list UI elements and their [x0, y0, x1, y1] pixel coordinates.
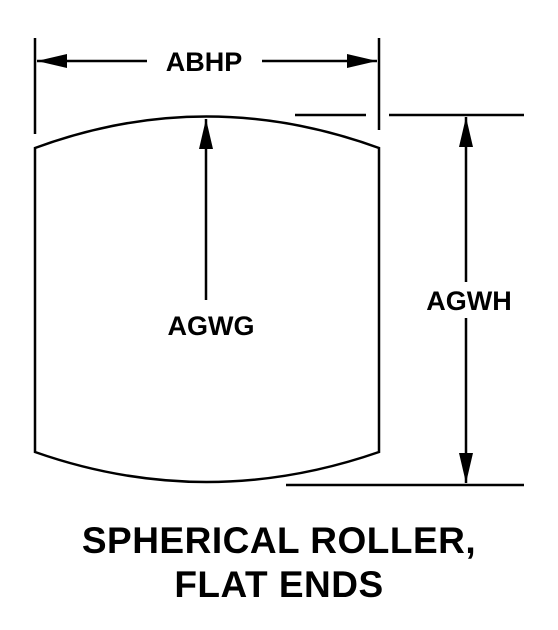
- caption-line-2: FLAT ENDS: [174, 564, 384, 605]
- height-dimension-label: AGWH: [426, 286, 511, 316]
- width-dimension-label: ABHP: [166, 47, 243, 77]
- end-face-dimension-label: AGWG: [168, 311, 255, 341]
- caption-line-1: SPHERICAL ROLLER,: [81, 520, 477, 561]
- roller-outline: [33, 115, 381, 484]
